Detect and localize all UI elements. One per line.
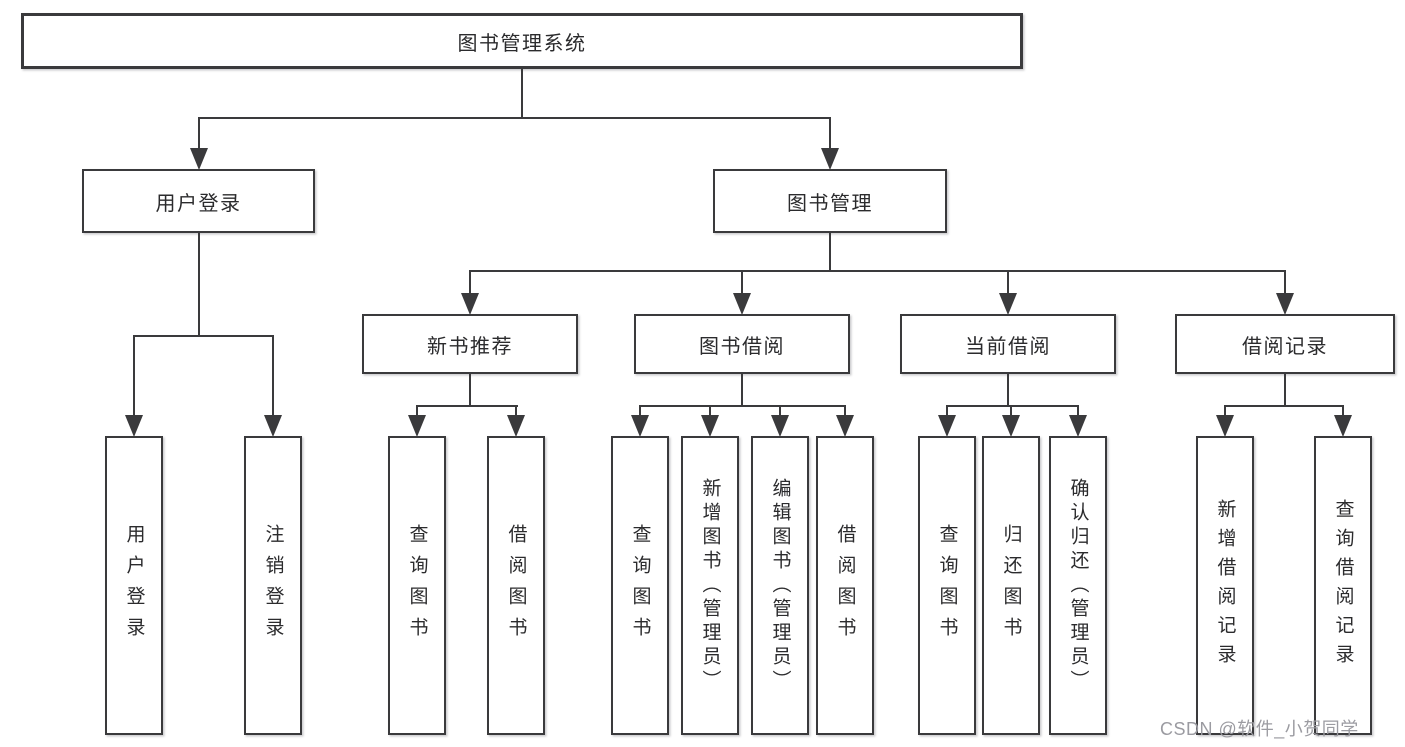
leaf-add-book-admin: 新增图书（管理员） (681, 436, 739, 735)
connector-line (844, 405, 846, 417)
arrow-down-icon (125, 415, 143, 437)
leaf-query-borrow-record: 查询借阅记录 (1314, 436, 1372, 735)
arrow-down-icon (1002, 415, 1020, 437)
arrow-down-icon (264, 415, 282, 437)
connector-line (1077, 405, 1079, 417)
node-borrow-records-label: 借阅记录 (1242, 335, 1328, 358)
leaf-query-books-recommend-label: 查询图书 (406, 523, 428, 648)
arrow-down-icon (999, 293, 1017, 315)
node-user-login: 用户登录 (82, 169, 315, 233)
leaf-confirm-return-admin-label: 确认归还（管理员） (1067, 477, 1089, 694)
connector-line (1284, 373, 1286, 407)
leaf-query-books-recommend: 查询图书 (388, 436, 446, 735)
connector-line (741, 373, 743, 407)
leaf-return-book: 归还图书 (982, 436, 1040, 735)
arrow-down-icon (461, 293, 479, 315)
leaf-borrow-books: 借阅图书 (816, 436, 874, 735)
node-book-management-label: 图书管理 (787, 192, 873, 215)
arrow-down-icon (771, 415, 789, 437)
connector-line (639, 405, 641, 417)
leaf-logout-label: 注销登录 (262, 523, 284, 648)
connector-line (133, 335, 135, 417)
connector-line (272, 335, 274, 417)
node-book-borrow: 图书借阅 (634, 314, 850, 374)
connector-line (469, 270, 1286, 272)
leaf-user-login-label: 用户登录 (123, 523, 145, 648)
arrow-down-icon (836, 415, 854, 437)
leaf-borrow-books-recommend: 借阅图书 (487, 436, 545, 735)
arrow-down-icon (821, 148, 839, 170)
connector-line (416, 405, 518, 407)
connector-line (779, 405, 781, 417)
connector-line (469, 373, 471, 407)
leaf-logout: 注销登录 (244, 436, 302, 735)
leaf-add-borrow-record-label: 新增借阅记录 (1214, 498, 1236, 673)
node-user-login-label: 用户登录 (155, 192, 242, 215)
leaf-query-books-current-label: 查询图书 (936, 523, 958, 648)
connector-line (133, 335, 274, 337)
connector-line (639, 405, 846, 407)
leaf-user-login: 用户登录 (105, 436, 163, 735)
leaf-edit-book-admin: 编辑图书（管理员） (751, 436, 809, 735)
arrow-down-icon (190, 148, 208, 170)
arrow-down-icon (507, 415, 525, 437)
arrow-down-icon (701, 415, 719, 437)
connector-line (1224, 405, 1344, 407)
leaf-confirm-return-admin: 确认归还（管理员） (1049, 436, 1107, 735)
connector-line (469, 270, 471, 295)
node-current-borrow: 当前借阅 (900, 314, 1116, 374)
connector-line (946, 405, 1079, 407)
leaf-query-books-borrow-label: 查询图书 (629, 523, 651, 648)
node-new-book-recommend-label: 新书推荐 (427, 335, 513, 358)
connector-line (1342, 405, 1344, 417)
node-book-management: 图书管理 (713, 169, 947, 233)
connector-line (1007, 373, 1009, 407)
node-root: 图书管理系统 (21, 13, 1023, 69)
connector-line (1284, 270, 1286, 295)
node-book-borrow-label: 图书借阅 (699, 335, 785, 358)
arrow-down-icon (938, 415, 956, 437)
connector-line (1007, 270, 1009, 295)
arrow-down-icon (1069, 415, 1087, 437)
connector-line (709, 405, 711, 417)
leaf-query-books-current: 查询图书 (918, 436, 976, 735)
node-borrow-records: 借阅记录 (1175, 314, 1395, 374)
leaf-return-book-label: 归还图书 (1000, 523, 1022, 648)
arrow-down-icon (1334, 415, 1352, 437)
connector-line (198, 117, 200, 150)
connector-line (521, 69, 523, 119)
watermark: CSDN @软件_小贺同学 (1160, 719, 1359, 739)
arrow-down-icon (408, 415, 426, 437)
leaf-borrow-books-label: 借阅图书 (834, 523, 856, 648)
node-new-book-recommend: 新书推荐 (362, 314, 578, 374)
leaf-add-borrow-record: 新增借阅记录 (1196, 436, 1254, 735)
connector-line (829, 233, 831, 272)
leaf-add-book-admin-label: 新增图书（管理员） (699, 477, 721, 694)
connector-line (946, 405, 948, 417)
connector-line (416, 405, 418, 417)
node-root-label: 图书管理系统 (457, 32, 587, 55)
arrow-down-icon (1216, 415, 1234, 437)
connector-line (515, 405, 517, 417)
connector-line (198, 233, 200, 337)
arrow-down-icon (1276, 293, 1294, 315)
leaf-borrow-books-recommend-label: 借阅图书 (505, 523, 527, 648)
arrow-down-icon (631, 415, 649, 437)
arrow-down-icon (733, 293, 751, 315)
connector-line (198, 117, 831, 119)
connector-line (829, 117, 831, 150)
connector-line (1224, 405, 1226, 417)
leaf-query-books-borrow: 查询图书 (611, 436, 669, 735)
leaf-edit-book-admin-label: 编辑图书（管理员） (769, 477, 791, 694)
connector-line (741, 270, 743, 295)
node-current-borrow-label: 当前借阅 (965, 335, 1051, 358)
connector-line (1010, 405, 1012, 417)
leaf-query-borrow-record-label: 查询借阅记录 (1332, 498, 1354, 673)
